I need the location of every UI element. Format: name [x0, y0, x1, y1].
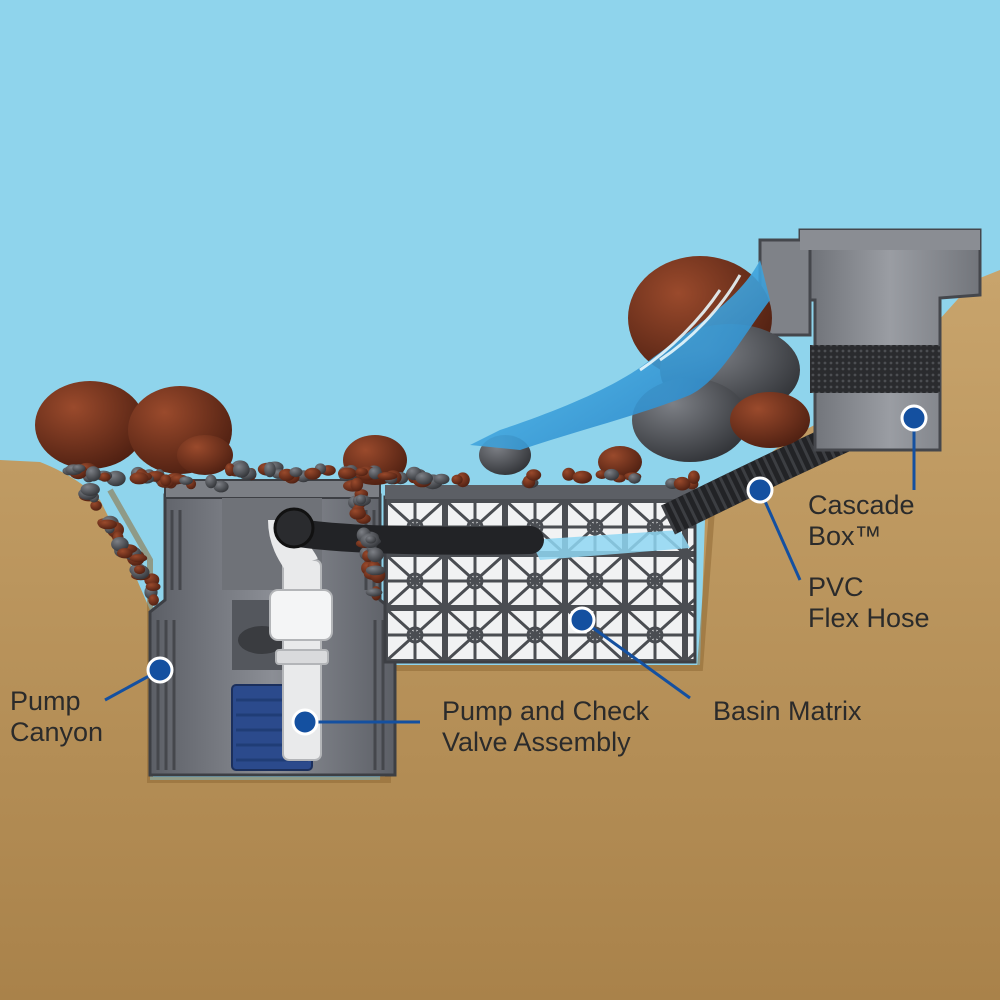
gravel-stone: [98, 519, 117, 530]
gravel-stone: [160, 474, 172, 487]
gravel-stone: [213, 480, 229, 493]
gravel-stone: [349, 507, 367, 520]
gravel-stone: [179, 476, 193, 485]
gravel-stone: [526, 469, 542, 481]
label-pump-canyon-line2: Canyon: [10, 717, 104, 747]
label-basin-matrix-line1: Basin Matrix: [713, 696, 862, 726]
callout-markers: [146, 404, 928, 736]
gravel-stone: [673, 476, 691, 491]
label-pvc-flex-hose: PVC Flex Hose: [808, 572, 930, 634]
gravel-stone: [365, 588, 383, 597]
basin-matrix: [383, 485, 697, 664]
marker-cascade-box: [900, 404, 928, 432]
gravel-stone: [688, 470, 700, 484]
boulders: [35, 256, 810, 485]
marker-pump-check-valve: [291, 708, 319, 736]
label-pump-check-valve: Pump and Check Valve Assembly: [442, 696, 649, 758]
marker-pvc-flex-hose: [746, 476, 774, 504]
marker-basin-matrix: [568, 606, 596, 634]
label-cascade-box-line2: Box™: [808, 521, 882, 551]
label-pump-canyon-line1: Pump: [10, 686, 81, 716]
gravel-stone: [80, 483, 100, 496]
pooled-water: [530, 530, 690, 560]
gravel-stone: [205, 474, 217, 489]
gravel-stone: [355, 467, 368, 477]
waterfall-stream: [470, 260, 770, 450]
marker-pump-canyon: [146, 656, 174, 684]
gravel-stone: [90, 500, 102, 511]
gravel-stone: [289, 467, 303, 478]
gravel-stone: [355, 494, 367, 505]
gravel-stone: [367, 547, 384, 563]
gravel-stone: [604, 468, 619, 481]
gravel-stone: [338, 467, 357, 480]
gravel-stone: [134, 565, 146, 575]
gravel-stone: [111, 537, 129, 552]
gravel-stone: [129, 472, 149, 485]
label-cascade-box-line1: Cascade: [808, 490, 915, 520]
label-cascade-box: Cascade Box™: [808, 490, 915, 552]
soil-ground: [0, 270, 1000, 1000]
gravel-stone: [377, 471, 398, 481]
gravel-stone: [365, 535, 377, 544]
label-pump-canyon: Pump Canyon: [10, 686, 103, 748]
leader-basin-matrix: [581, 618, 691, 700]
gravel-stone: [145, 582, 161, 591]
gravel-stone: [232, 462, 250, 478]
gravel-stone: [264, 461, 276, 478]
gravel-stone: [129, 554, 148, 563]
gravel-stone: [350, 477, 364, 492]
gravel-stone: [85, 466, 101, 482]
cascade-box-unit: [758, 228, 982, 452]
gravel-stone: [562, 467, 576, 481]
gravel-stone: [117, 548, 133, 559]
label-pvc-flex-hose-line2: Flex Hose: [808, 603, 930, 633]
label-basin-matrix: Basin Matrix: [713, 696, 862, 727]
gravel-stone: [451, 474, 463, 485]
gravel-stone: [148, 594, 159, 606]
gravel-stone: [415, 472, 434, 485]
gravel-stone: [572, 470, 592, 484]
gravel-stone: [99, 472, 111, 482]
gravel-stone: [304, 467, 321, 480]
leader-pvc-flex-hose: [758, 489, 802, 581]
gravel-stone: [224, 463, 235, 477]
gravel-stone: [628, 473, 641, 484]
label-pump-check-valve-line2: Valve Assembly: [442, 727, 631, 757]
gravel-stone: [433, 473, 450, 485]
gravel-stone: [72, 464, 86, 473]
gravel-stone: [365, 565, 386, 576]
label-pvc-flex-hose-line1: PVC: [808, 572, 864, 602]
label-pump-check-valve-line1: Pump and Check: [442, 696, 650, 726]
gravel-layer: [62, 460, 700, 606]
